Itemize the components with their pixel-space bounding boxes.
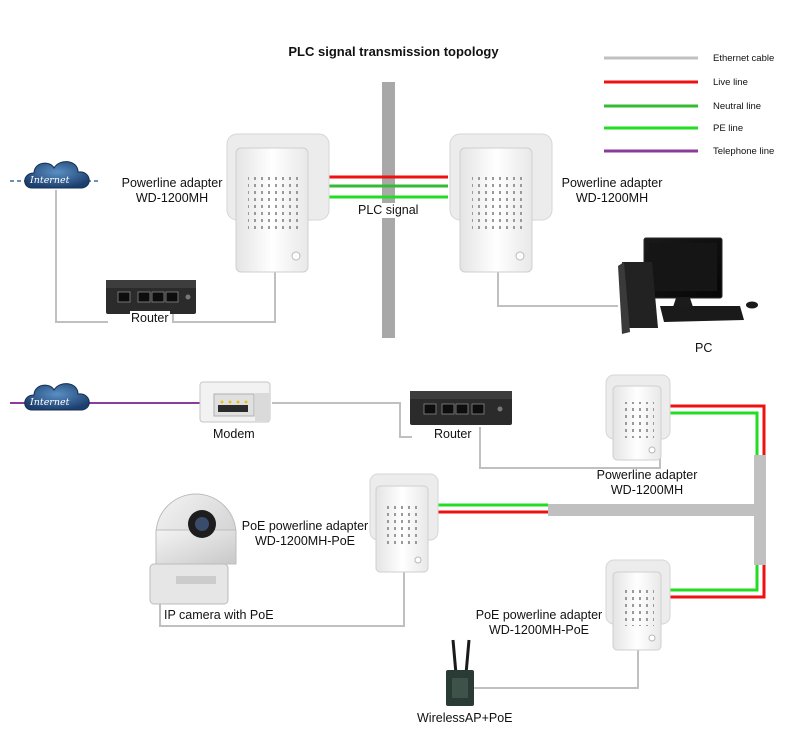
ip-camera-icon <box>149 493 237 605</box>
power-branch <box>548 504 766 516</box>
adapter-bottom-name: Powerline adapter <box>596 468 698 482</box>
router-label: Router <box>130 311 170 326</box>
router-icon <box>106 280 196 314</box>
legend-ethernet-label: Ethernet cable <box>713 53 775 64</box>
adapter-right-name: Powerline adapter <box>561 176 663 190</box>
plc-signal-label: PLC signal <box>356 203 421 218</box>
internet-label-2: Internet <box>30 397 70 408</box>
poe-adapter-right-name: PoE powerline adapter <box>475 608 603 622</box>
legend-pe-label: PE line <box>713 123 744 134</box>
poe-adapter-left-label: PoE powerline adapter WD-1200MH-PoE <box>232 519 378 549</box>
router-label-2: Router <box>434 427 472 441</box>
top-ethernet-cables <box>55 190 618 323</box>
poe-adapter-left-name: PoE powerline adapter <box>241 519 369 533</box>
poe-adapter-right-icon <box>605 559 671 651</box>
adapter-right-model: WD-1200MH <box>575 191 649 205</box>
poe-adapter-right-label: PoE powerline adapter WD-1200MH-PoE <box>466 608 612 638</box>
adapter-left-model: WD-1200MH <box>135 191 209 205</box>
bottom-plc-lines <box>436 404 766 599</box>
internet-label: Internet <box>30 175 70 186</box>
poe-adapter-left-icon <box>369 473 439 573</box>
powerline-adapter-right-icon <box>449 133 553 273</box>
powerline-adapter-bottom-icon <box>605 374 671 461</box>
top-plc-lines <box>326 175 448 199</box>
internet-cloud-icon <box>24 161 90 189</box>
internet-cloud-icon-2 <box>24 383 90 411</box>
legend-neutral-label: Neutral line <box>713 101 762 112</box>
pc-icon <box>618 237 758 334</box>
diagram-title: PLC signal transmission topology <box>288 44 499 59</box>
adapter-left-label: Powerline adapter WD-1200MH <box>110 176 234 206</box>
poe-adapter-left-model: WD-1200MH-PoE <box>254 534 356 548</box>
powerline-adapter-left-icon <box>226 133 330 273</box>
pc-label: PC <box>695 341 713 355</box>
camera-label: IP camera with PoE <box>164 608 274 622</box>
wireless-ap-icon <box>446 639 474 706</box>
adapter-right-label: Powerline adapter WD-1200MH <box>550 176 674 206</box>
legend-telephone-label: Telephone line <box>713 146 775 157</box>
modem-icon <box>199 381 271 423</box>
adapter-bottom-model: WD-1200MH <box>610 483 684 497</box>
legend-live-label: Live line <box>713 77 748 88</box>
adapter-bottom-label: Powerline adapter WD-1200MH <box>585 468 709 498</box>
wireless-ap-label: WirelessAP+PoE <box>417 711 513 725</box>
poe-adapter-right-model: WD-1200MH-PoE <box>488 623 590 637</box>
adapter-left-name: Powerline adapter <box>121 176 223 190</box>
modem-label: Modem <box>213 427 255 441</box>
router-icon-2 <box>410 391 512 425</box>
